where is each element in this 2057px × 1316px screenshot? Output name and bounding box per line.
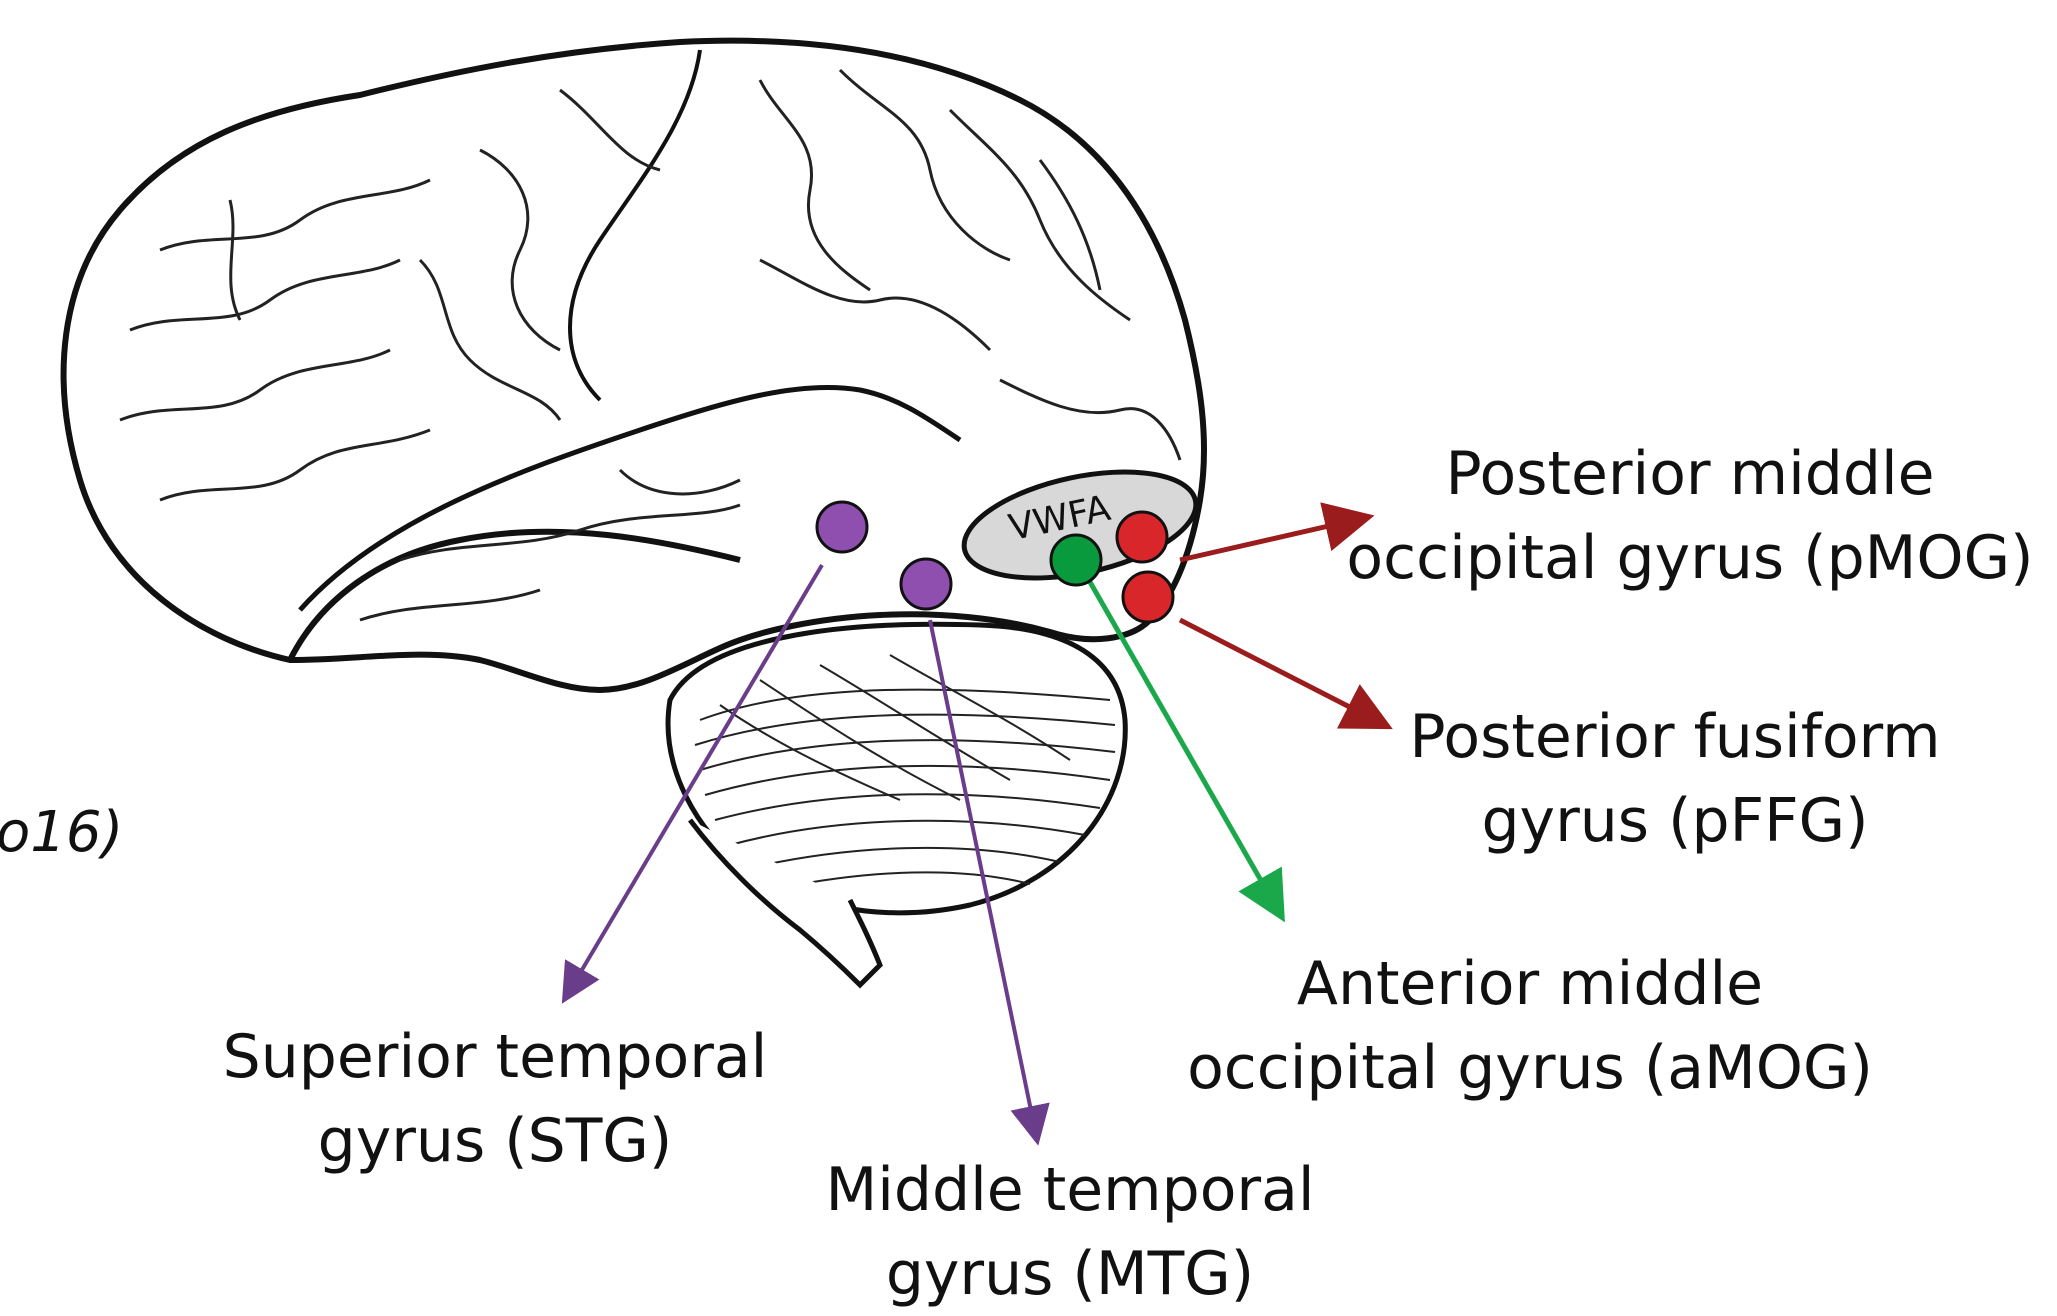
label-pmog-line2: occipital gyrus (pMOG) [1340,516,2040,600]
label-amog: Anterior middle occipital gyrus (aMOG) [1170,942,1890,1110]
amog-marker [1051,535,1101,585]
label-pffg-line2: gyrus (pFFG) [1370,779,1980,863]
pmog-arrow [1180,520,1355,560]
label-pffg-line1: Posterior fusiform [1370,695,1980,779]
pffg-arrow [1180,620,1375,720]
label-pffg: Posterior fusiform gyrus (pFFG) [1370,695,1980,863]
citation-fragment: o16) [0,800,123,865]
label-pmog-line1: Posterior middle [1340,432,2040,516]
label-mtg: Middle temporal gyrus (MTG) [790,1148,1350,1316]
mtg-marker [901,559,951,609]
label-pmog: Posterior middle occipital gyrus (pMOG) [1340,432,2040,600]
cerebrum [64,41,1204,690]
pmog-marker [1117,512,1167,562]
stg-marker [817,502,867,552]
pffg-marker [1123,572,1173,622]
label-stg: Superior temporal gyrus (STG) [200,1015,790,1183]
label-amog-line2: occipital gyrus (aMOG) [1170,1026,1890,1110]
label-amog-line1: Anterior middle [1170,942,1890,1026]
label-mtg-line1: Middle temporal [790,1148,1350,1232]
label-stg-line2: gyrus (STG) [200,1099,790,1183]
label-mtg-line2: gyrus (MTG) [790,1232,1350,1316]
label-stg-line1: Superior temporal [200,1015,790,1099]
